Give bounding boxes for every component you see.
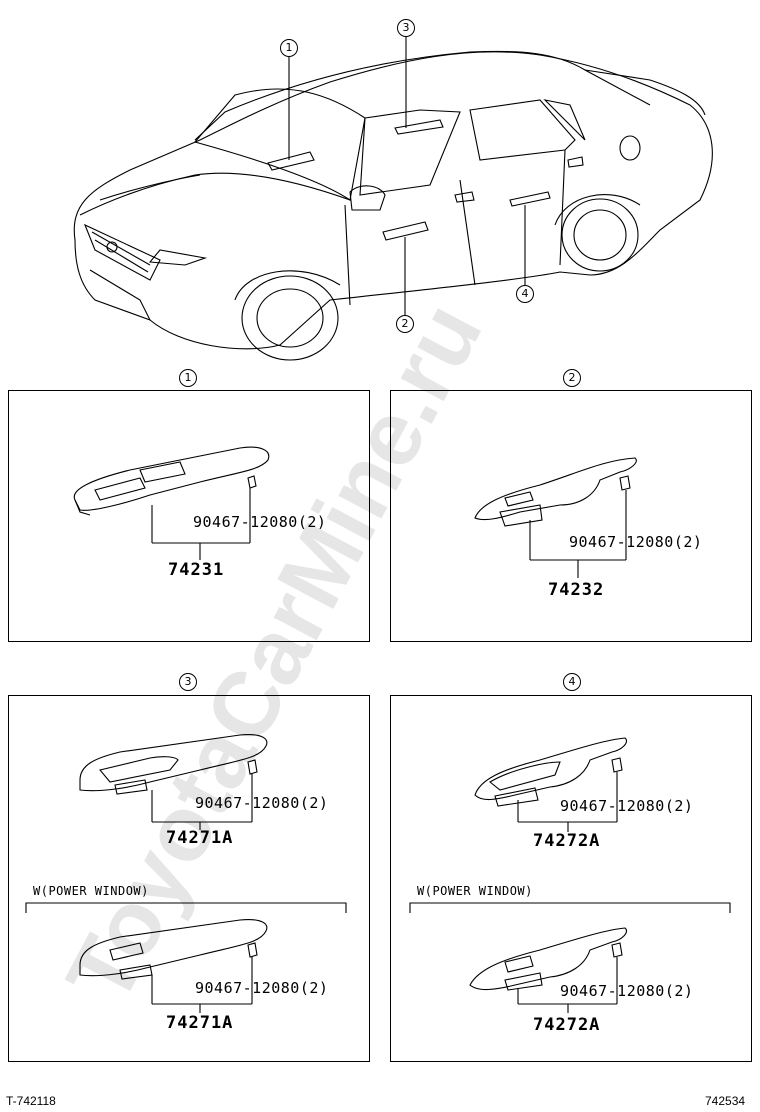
callout-1-car: 1 (280, 39, 298, 57)
panel-3-part-pn-a: 74271A (166, 828, 234, 848)
panel-1-bolt-pn: 90467-12080(2) (193, 513, 327, 531)
panel-4-callout: 4 (563, 673, 581, 691)
panel-1 (8, 390, 370, 642)
panel-4-bolt-pn-a: 90467-12080(2) (560, 797, 694, 815)
panel-3-part-pn-b: 74271A (166, 1013, 234, 1033)
panel-3-bolt-pn-b: 90467-12080(2) (195, 979, 329, 997)
footer-right-code: 742534 (705, 1094, 746, 1108)
panel-4-note: W(POWER WINDOW) (417, 884, 533, 898)
panel-3-callout: 3 (179, 673, 197, 691)
panel-1-part-pn: 74231 (168, 560, 225, 580)
panel-2 (390, 390, 752, 642)
panel-4-part-pn-b: 74272A (533, 1015, 601, 1035)
panel-1-callout: 1 (179, 369, 197, 387)
callout-3-car: 3 (397, 19, 415, 37)
car-illustration (73, 36, 713, 361)
panel-4-part-pn-a: 74272A (533, 831, 601, 851)
panel-2-bolt-pn: 90467-12080(2) (569, 533, 703, 551)
panel-4 (390, 695, 752, 1062)
panel-3-bolt-pn-a: 90467-12080(2) (195, 794, 329, 812)
panel-4-bolt-pn-b: 90467-12080(2) (560, 982, 694, 1000)
panel-3 (8, 695, 370, 1062)
callout-4-car: 4 (516, 285, 534, 303)
panel-3-note: W(POWER WINDOW) (33, 884, 149, 898)
panel-2-callout: 2 (563, 369, 581, 387)
callout-2-car: 2 (396, 315, 414, 333)
panel-2-part-pn: 74232 (548, 580, 605, 600)
footer-left-code: T-742118 (6, 1094, 56, 1108)
